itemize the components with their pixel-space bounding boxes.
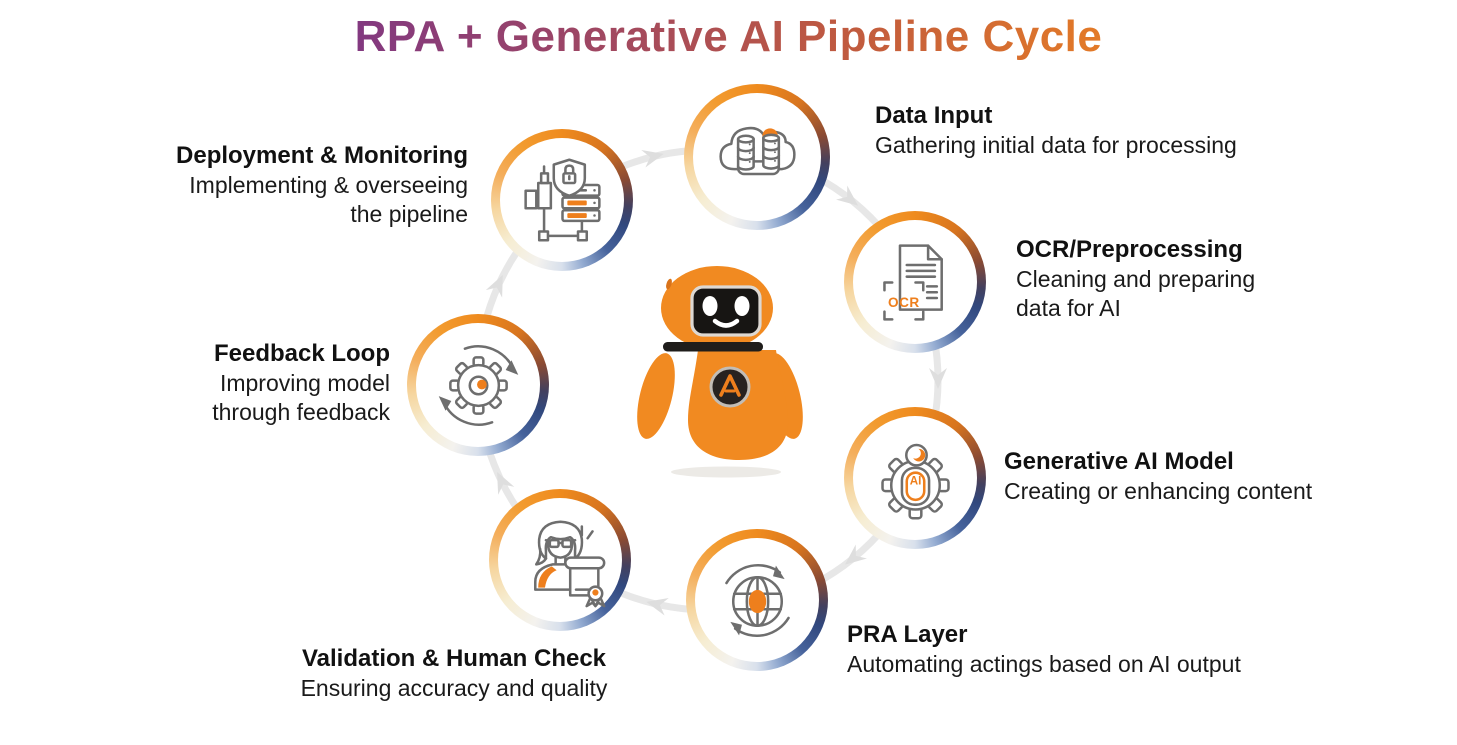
feedback-desc-line-2: through feedback bbox=[212, 399, 390, 425]
server-shield-icon bbox=[523, 157, 601, 242]
deployment-desc-line-1: Implementing & overseeing bbox=[189, 172, 468, 198]
ocr-desc-line-2: data for AI bbox=[1016, 295, 1121, 321]
robot-head-mark bbox=[666, 278, 672, 290]
label-pra-layer: PRA Layer Automating actings based on AI… bbox=[847, 619, 1327, 679]
label-data-input: Data Input Gathering initial data for pr… bbox=[875, 100, 1305, 160]
gear-person-ai-icon: AI bbox=[880, 443, 950, 520]
node-data-input-circle bbox=[693, 93, 821, 221]
node-generative-ai-model: AI bbox=[844, 407, 986, 549]
generative-ai-title: Generative AI Model bbox=[1004, 448, 1234, 475]
generative-ai-desc-line-1: Creating or enhancing content bbox=[1004, 478, 1313, 504]
node-validation-human-check bbox=[489, 489, 631, 631]
feedback-desc-line-1: Improving model bbox=[219, 370, 390, 396]
person-certificate-icon bbox=[533, 519, 605, 607]
globe-cycle-arrows-icon bbox=[724, 563, 790, 637]
robot-shadow bbox=[671, 466, 781, 478]
gear-loop-arrows-icon bbox=[438, 344, 518, 426]
feedback-title: Feedback Loop bbox=[213, 340, 390, 367]
robot-chest-badge bbox=[709, 366, 751, 408]
label-ocr-preprocessing: OCR/Preprocessing Cleaning and preparing… bbox=[1016, 234, 1316, 323]
data-input-desc-line-1: Gathering initial data for processing bbox=[875, 132, 1237, 158]
node-feedback-circle bbox=[416, 323, 540, 447]
validation-title: Validation & Human Check bbox=[301, 645, 607, 672]
node-pra-layer bbox=[686, 529, 828, 671]
node-deployment-monitoring bbox=[491, 129, 633, 271]
ocr-icon-label: OCR bbox=[888, 294, 920, 309]
robot-left-eye bbox=[702, 296, 718, 316]
label-feedback-loop: Feedback Loop Improving model through fe… bbox=[110, 338, 390, 427]
rpa-robot-mascot bbox=[637, 266, 803, 478]
ocr-desc-line-1: Cleaning and preparing bbox=[1016, 266, 1256, 292]
node-ocr-preprocessing: OCR bbox=[844, 211, 986, 353]
robot-right-eye bbox=[734, 296, 750, 316]
deployment-title: Deployment & Monitoring bbox=[176, 142, 468, 169]
page-title: RPA + Generative AI Pipeline Cycle bbox=[0, 12, 1457, 62]
robot-smile bbox=[712, 318, 740, 328]
validation-desc-line-1: Ensuring accuracy and quality bbox=[300, 675, 608, 701]
deployment-desc-line-2: the pipeline bbox=[350, 201, 468, 227]
data-input-title: Data Input bbox=[875, 102, 993, 129]
node-data-input bbox=[684, 84, 830, 230]
pra-title: PRA Layer bbox=[847, 621, 968, 648]
node-validation-circle bbox=[498, 498, 622, 622]
node-deployment-circle bbox=[500, 138, 624, 262]
robot-neck-band bbox=[663, 342, 763, 352]
cycle-arrowheads bbox=[485, 150, 947, 616]
node-feedback-loop bbox=[407, 314, 549, 456]
ai-icon-label: AI bbox=[909, 474, 921, 487]
node-pra-circle bbox=[695, 538, 819, 662]
robot-badge-logo bbox=[719, 374, 741, 397]
document-ocr-scan-icon: OCR bbox=[882, 243, 943, 321]
node-generative-ai-circle: AI bbox=[853, 416, 977, 540]
robot-left-arm bbox=[637, 353, 675, 439]
label-validation-human-check: Validation & Human Check Ensuring accura… bbox=[254, 643, 654, 703]
pra-desc-line-1: Automating actings based on AI output bbox=[847, 651, 1241, 677]
label-generative-ai-model: Generative AI Model Creating or enhancin… bbox=[1004, 446, 1424, 506]
node-ocr-circle: OCR bbox=[853, 220, 977, 344]
cloud-database-icon bbox=[718, 126, 796, 175]
label-deployment-monitoring: Deployment & Monitoring Implementing & o… bbox=[158, 140, 468, 229]
ocr-title: OCR/Preprocessing bbox=[1016, 236, 1243, 263]
